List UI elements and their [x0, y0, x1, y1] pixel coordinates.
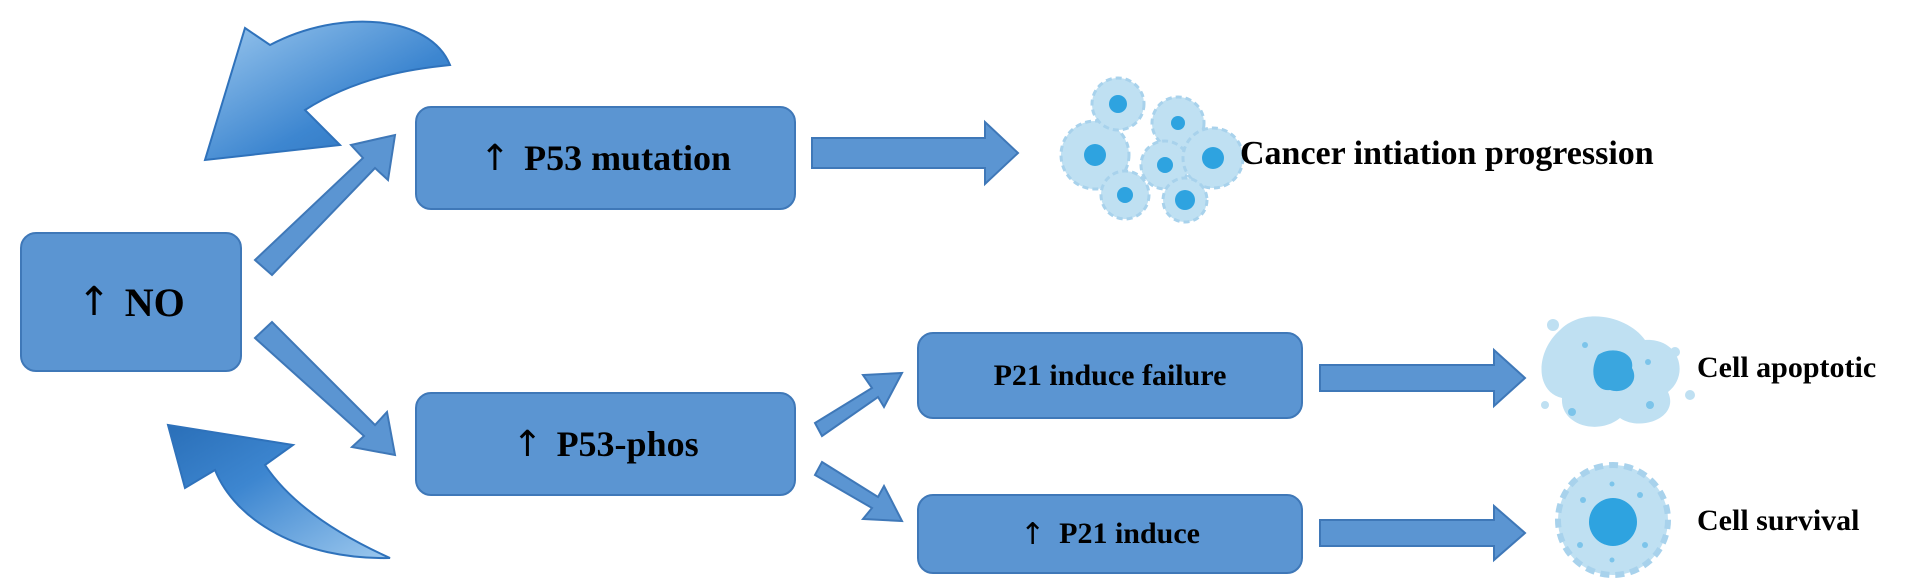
apoptotic-cell-icon — [1541, 316, 1695, 427]
cancer-outcome-label: Cancer intiation progression — [1240, 135, 1654, 172]
up-arrow-icon: ↑ — [77, 279, 111, 325]
p21-induce-box: ↑ P21 induce — [917, 494, 1303, 574]
feedback-arrow-icon — [203, 20, 452, 162]
up-arrow-icon: ↑ — [1020, 516, 1046, 552]
arrow-no-to-p53-mutation — [253, 133, 397, 277]
p53-mutation-box: ↑ P53 mutation — [415, 106, 796, 210]
up-arrow-icon: ↑ — [479, 137, 511, 179]
p21-induce-label: P21 induce — [1059, 517, 1200, 550]
no-box: ↑ NO — [20, 232, 242, 372]
p53-phos-box: ↑ P53-phos — [415, 392, 796, 496]
arrow-p21-induce-to-survival — [1319, 503, 1527, 563]
arrow-p53-phos-to-p21-induce — [813, 460, 904, 523]
p21-induce-failure-label: P21 induce failure — [993, 358, 1227, 392]
cancer-cells-icon — [1059, 76, 1245, 224]
p53-phos-label: P53-phos — [556, 424, 699, 464]
feedback-arrow-icon — [166, 423, 391, 560]
no-label: NO — [124, 279, 185, 325]
survival-cell-icon — [1555, 462, 1671, 578]
p53-mutation-label: P53 mutation — [524, 138, 732, 178]
p21-induce-failure-box: P21 induce failure — [917, 332, 1303, 419]
arrow-no-to-p53-phos — [253, 320, 397, 457]
arrow-p21-failure-to-apoptotic — [1319, 347, 1527, 409]
up-arrow-icon: ↑ — [512, 423, 543, 465]
arrow-p53-phos-to-p21-failure — [813, 371, 904, 438]
arrow-p53-mutation-to-cancer — [811, 119, 1020, 187]
survival-outcome-label: Cell survival — [1697, 504, 1860, 537]
apoptotic-outcome-label: Cell apoptotic — [1697, 351, 1877, 384]
